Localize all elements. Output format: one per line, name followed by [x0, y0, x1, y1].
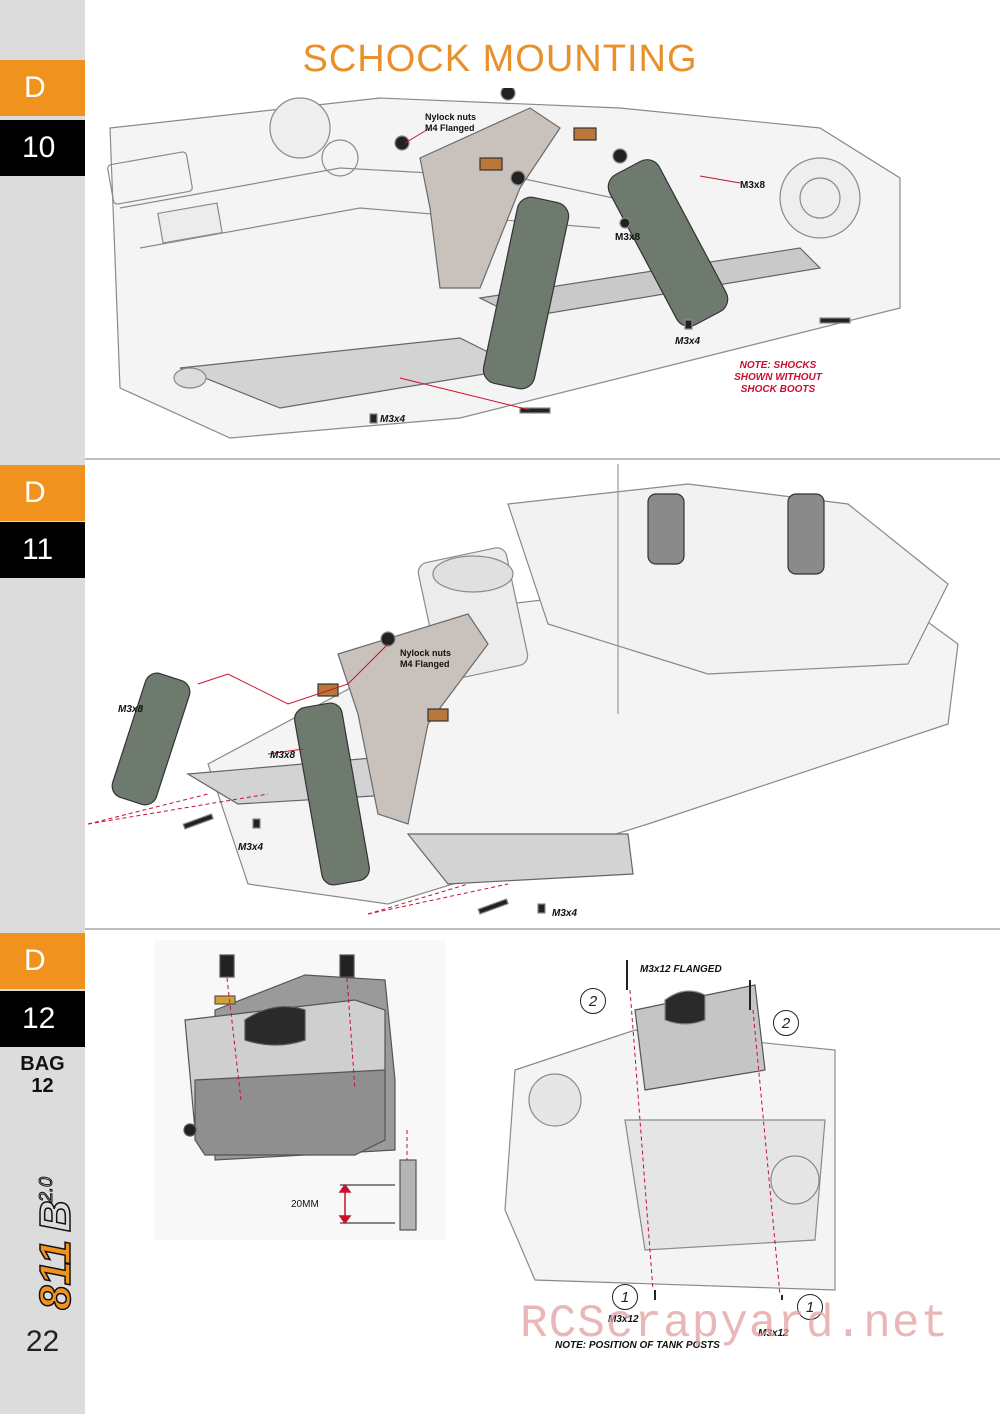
- sidebar: [0, 0, 85, 1414]
- page-title: SCHOCK MOUNTING: [302, 38, 698, 80]
- step-12-fuel-tank-illustration: [155, 940, 445, 1240]
- svg-text:811: 811: [31, 1240, 80, 1310]
- label-nylock-nuts: Nylock nuts M4 Flanged: [425, 112, 477, 133]
- logo-811b: 811 B 2.0: [30, 1176, 81, 1310]
- callout-2: 2: [580, 988, 606, 1014]
- label-m3x8: M3x8: [118, 704, 144, 715]
- svg-text:B: B: [31, 1200, 80, 1232]
- note-shocks-without-boots: NOTE: SHOCKS SHOWN WITHOUT SHOCK BOOTS: [734, 360, 822, 395]
- step-12-number: 12: [0, 991, 85, 1047]
- step-11-letter: D: [0, 465, 85, 521]
- step-11-illustration: [88, 464, 959, 915]
- page-number: 22: [25, 1325, 60, 1358]
- step-10-illustration: [107, 88, 901, 439]
- callout-2: 2: [773, 1010, 799, 1036]
- label-m3x4: M3x4: [238, 842, 264, 853]
- step-11-number: 11: [0, 522, 85, 578]
- svg-text:2.0: 2.0: [36, 1177, 56, 1203]
- divider: [85, 458, 1000, 460]
- label-nylock-nuts: Nylock nuts M4 Flanged: [400, 648, 452, 669]
- divider: [85, 928, 1000, 930]
- step-10-letter: D: [0, 60, 85, 116]
- step-12-chassis-illustration: [504, 960, 836, 1300]
- step-12-letter: D: [0, 933, 85, 989]
- note-tank-posts: NOTE: POSITION OF TANK POSTS: [555, 1340, 720, 1351]
- label-m3x8: M3x8: [615, 232, 641, 243]
- label-m3x8: M3x8: [740, 180, 766, 191]
- step-10-number: 10: [0, 120, 85, 176]
- callout-1: 1: [612, 1284, 638, 1310]
- label-20mm: 20MM: [291, 1199, 319, 1210]
- label-m3x4: M3x4: [675, 336, 701, 347]
- watermark: RCScrapyard.net: [520, 1298, 950, 1350]
- callout-1: 1: [797, 1294, 823, 1320]
- label-m3x8: M3x8: [270, 750, 296, 761]
- label-m3x12-flanged: M3x12 FLANGED: [640, 964, 722, 975]
- label-m3x4: M3x4: [552, 908, 578, 919]
- label-m3x12: M3x12: [608, 1314, 639, 1325]
- bag-label: BAG 12: [20, 1053, 65, 1097]
- label-m3x12: M3x12: [758, 1328, 789, 1339]
- label-m3x4: M3x4: [380, 414, 406, 425]
